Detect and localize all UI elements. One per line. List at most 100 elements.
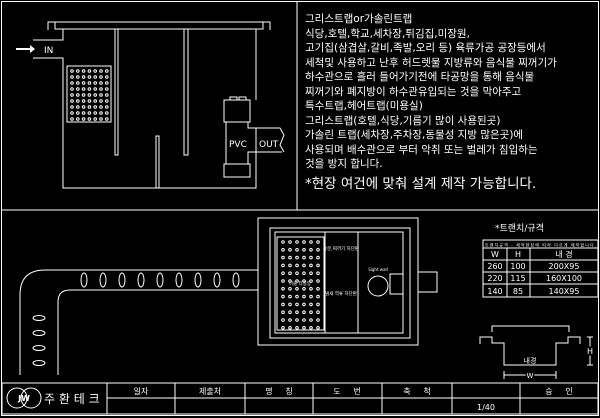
drain-slot (32, 360, 46, 366)
perforation-hole (76, 105, 80, 109)
perforation-hole (295, 263, 299, 268)
perforation-hole (70, 93, 74, 97)
header-scale: 축 척 (403, 387, 430, 396)
perforation-hole (87, 87, 92, 91)
trench-section-detail: 내경 H W (479, 325, 595, 382)
perforation-hole (93, 69, 97, 73)
perforation-hole (81, 87, 86, 91)
perforation-hole (302, 294, 306, 299)
perforation-hole (76, 81, 80, 85)
perforation-hole (81, 81, 86, 85)
perforation-hole (288, 240, 292, 244)
perforation-hole (93, 93, 97, 97)
spec-header: H (515, 250, 521, 259)
perforation-hole (105, 117, 109, 121)
baffle1-label: 유분,찌꺼기 차단판 (323, 245, 359, 252)
trench-plan-drawing: 이물 타공망 유분,찌꺼기 차단판 냄새 역류 차단판 Sight wall (19, 217, 438, 375)
perforation-hole (316, 240, 320, 244)
perforation-hole (70, 75, 74, 79)
perforation-hole (309, 318, 313, 322)
perforation-hole (281, 318, 285, 322)
perforation-hole (302, 263, 306, 268)
perforation-hole (70, 105, 74, 109)
perforation-hole (105, 87, 109, 91)
perforation-hole (99, 105, 103, 109)
perforation-hole (99, 99, 103, 103)
perforation-hole (302, 248, 306, 252)
perforation-hole (105, 75, 109, 79)
perforation-hole (87, 99, 92, 103)
company-name: 주 환 테 크 (44, 392, 100, 406)
perforation-hole (288, 263, 292, 268)
perforation-hole (105, 111, 109, 115)
outlet-label: Sight wall (368, 267, 388, 272)
spec-cell: 140 (487, 287, 502, 296)
perforation-hole (76, 87, 80, 91)
perforation-hole (105, 105, 109, 109)
w-label: W (527, 372, 534, 380)
screen-label: 이물 타공망 (289, 280, 311, 287)
perforation-hole (87, 105, 92, 109)
perforation-hole (93, 111, 97, 115)
desc-line: 그리스트랩or가솔린트랩 (305, 13, 412, 25)
perforation-hole (81, 69, 86, 73)
perforation-hole (309, 279, 313, 283)
perforation-hole (76, 69, 80, 73)
perforation-hole (93, 99, 97, 103)
desc-line: 찌꺼기와 폐지방이 하수관유입되는 것을 막아주고 (305, 85, 522, 98)
trap-section-drawing: IN PVC OUT (16, 21, 285, 189)
perforation-hole (87, 81, 92, 85)
perforation-hole (295, 255, 299, 260)
perforation-hole (309, 248, 313, 252)
perforation-hole (87, 93, 92, 97)
perforation-hole (316, 248, 320, 252)
desc-line: 사용되며 배수관으로 부터 악취 또는 벌레가 침입하는 (305, 143, 538, 156)
perforation-hole (302, 271, 306, 276)
perforation-hole (288, 279, 292, 283)
drain-slot (99, 272, 107, 288)
perforation-hole (309, 287, 313, 291)
perforation-hole (93, 81, 97, 85)
perforation-hole (76, 117, 80, 121)
perforation-hole (281, 271, 285, 276)
perforation-hole (87, 69, 92, 73)
perforation-hole (295, 240, 299, 244)
perforation-hole (295, 279, 299, 283)
perforation-hole (295, 248, 299, 252)
spec-cell: 200X95 (549, 262, 580, 271)
spec-cell: 100 (510, 262, 525, 271)
spec-cell: 160X100 (546, 274, 582, 283)
perforation-hole (302, 240, 306, 244)
perforation-hole (81, 111, 86, 115)
drain-slot (118, 272, 126, 288)
perforation-hole (288, 302, 292, 307)
perforation-hole (70, 111, 74, 115)
perforation-hole (309, 326, 313, 330)
perforation-hole (76, 99, 80, 103)
perforation-hole (93, 105, 97, 109)
perforation-hole (81, 117, 86, 121)
perforation-hole (302, 326, 306, 330)
header-submitted-to: 제출처 (199, 386, 221, 396)
spec-title: *트랜치/규격 (495, 222, 544, 234)
perforation-hole (302, 287, 306, 291)
perforation-hole (99, 75, 103, 79)
h-label: H (587, 347, 593, 356)
perforation-hole (309, 294, 313, 299)
drain-slot (80, 272, 88, 288)
perforation-hole (309, 271, 313, 276)
perforation-hole (302, 302, 306, 307)
perforation-hole (316, 255, 320, 260)
perforation-hole (281, 248, 285, 252)
value-scale: 1/40 (477, 403, 495, 412)
desc-line: 세척및 사용하고 난후 허드렛물 지방류와 음식물 찌꺼기가 (305, 56, 557, 69)
in-arrow-icon (16, 45, 35, 53)
perforation-hole (93, 117, 97, 121)
perforation-hole (281, 255, 285, 260)
spec-cell: 115 (510, 274, 525, 283)
inner-label: 내경 (524, 356, 537, 365)
header-approval: 승 인 (545, 386, 572, 396)
spec-header: 내 경 (555, 249, 572, 259)
perforation-hole (76, 93, 80, 97)
